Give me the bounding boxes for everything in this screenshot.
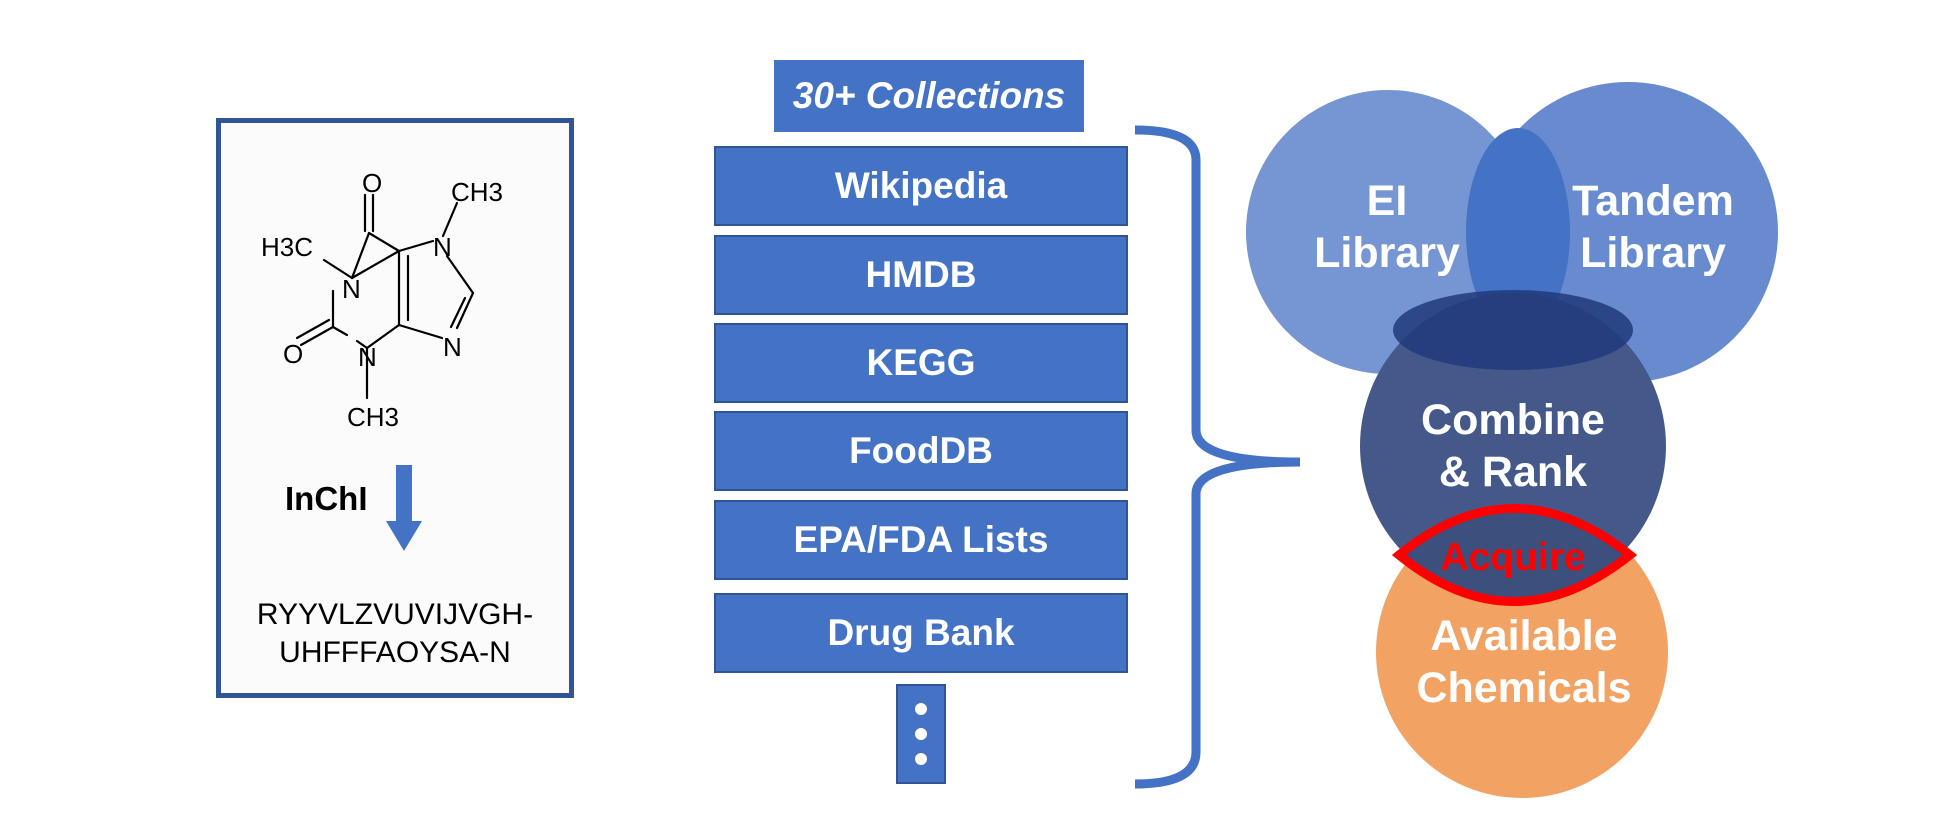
collections-header: 30+ Collections: [774, 60, 1084, 132]
available-label-line-1: Available: [1430, 612, 1618, 660]
combine-rank-circle: [1360, 293, 1666, 599]
tandem-label-line-2: Library: [1580, 229, 1726, 277]
atom-n1: N: [342, 274, 361, 304]
collection-hmdb: HMDB: [714, 235, 1128, 315]
atom-n9: N: [443, 332, 462, 362]
available-chemicals-label: Available Chemicals: [1404, 610, 1644, 714]
tandem-library-label: Tandem Library: [1548, 175, 1758, 279]
curly-brace: [1134, 125, 1301, 789]
acquire-label: Acquire: [1440, 536, 1585, 579]
ei-label-line-1: EI: [1366, 177, 1408, 225]
caffeine-structure: O O N N N N CH3 H3C CH3: [261, 168, 503, 551]
ellipsis-dot-icon: [915, 703, 927, 715]
inchi-label: InChI: [285, 480, 368, 517]
tandem-label-line-1: Tandem: [1572, 177, 1734, 225]
atom-n7: N: [433, 232, 452, 262]
more-collections-ellipsis: [896, 684, 946, 784]
atom-n3: N: [358, 342, 377, 372]
combine-rank-label: Combine & Rank: [1408, 394, 1618, 498]
inchikey-line-1: RYYVLZVUVIJVGH-: [256, 598, 534, 631]
ellipsis-dot-icon: [915, 753, 927, 765]
methyl-bottom: CH3: [347, 402, 399, 432]
collection-drug-bank: Drug Bank: [714, 593, 1128, 673]
combine-label-line-1: Combine: [1421, 396, 1605, 444]
ei-label-line-2: Library: [1314, 229, 1460, 277]
arrow-down-icon: [386, 465, 422, 551]
collection-kegg: KEGG: [714, 323, 1128, 403]
methyl-left: H3C: [261, 232, 313, 262]
atom-o-top: O: [362, 168, 382, 198]
methyl-top-right: CH3: [451, 177, 503, 207]
combine-label-line-2: & Rank: [1438, 448, 1588, 496]
collection-wikipedia: Wikipedia: [714, 146, 1128, 226]
atom-o-left: O: [283, 339, 303, 369]
ellipsis-dot-icon: [915, 728, 927, 740]
inchikey-line-2: UHFFFAOYSA-N: [279, 636, 511, 669]
acquire-outline: [1391, 504, 1638, 606]
molecule-panel: O O N N N N CH3 H3C CH3 InChI RYYVLZVUVI…: [216, 118, 574, 698]
available-label-line-2: Chemicals: [1416, 664, 1632, 712]
ei-library-label: EI Library: [1292, 175, 1482, 279]
collection-fooddb: FoodDB: [714, 411, 1128, 491]
collection-epa-fda-lists: EPA/FDA Lists: [714, 500, 1128, 580]
